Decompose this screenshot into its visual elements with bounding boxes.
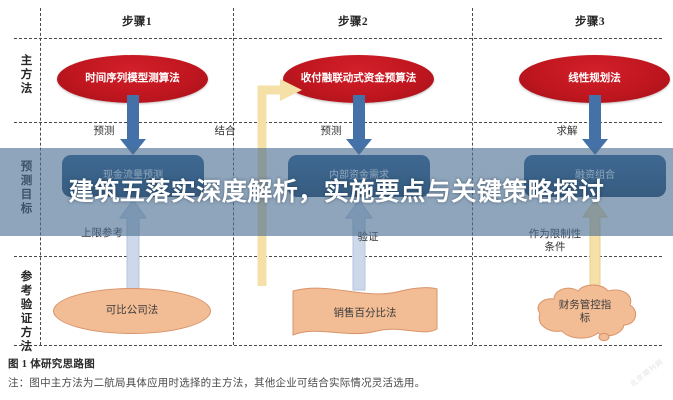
row-label-main-method: 主方法 — [20, 55, 33, 96]
column-header-step3: 步骤3 — [575, 16, 605, 28]
reference-method-node-2-label: 销售百分比法 — [333, 307, 397, 319]
arrow-main3-to-target3 — [582, 95, 608, 155]
arrow-main1-to-target1 — [120, 95, 146, 155]
reference-method-node-3: 财务管控指标 — [530, 283, 640, 343]
figure-caption: 图 1 体研究思路图 注：图中主方法为二航局具体应用时选择的主方法，其他企业可结… — [8, 356, 608, 390]
reference-method-node-1: 可比公司法 — [53, 288, 211, 334]
reference-method-node-2: 销售百分比法 — [291, 285, 439, 339]
edge-label-solve: 求解 — [556, 126, 578, 137]
grid-divider-lower — [14, 256, 662, 257]
caption-note: 注：图中主方法为二航局具体应用时选择的主方法，其他企业可结合实际情况灵活选用。 — [8, 378, 426, 389]
reference-method-node-3-label: 财务管控指标 — [558, 300, 612, 324]
row-label-reference-method: 参考验证方法 — [20, 271, 33, 354]
grid-divider-bottom — [14, 345, 662, 346]
column-header-step1: 步骤1 — [122, 16, 152, 28]
edge-label-verify: 验证 — [357, 232, 379, 243]
overlay-banner: 建筑五落实深度解析，实施要点与关键策略探讨 — [0, 148, 673, 236]
edge-label-predict-1: 预测 — [93, 126, 115, 137]
grid-divider-middle — [14, 122, 662, 123]
caption-title: 图 1 体研究思路图 — [8, 359, 95, 370]
edge-label-predict-2: 预测 — [320, 126, 342, 137]
edge-label-combine: 结合 — [214, 126, 236, 137]
grid-divider-top — [14, 38, 662, 39]
overlay-banner-title: 建筑五落实深度解析，实施要点与关键策略探讨 — [68, 176, 605, 206]
arrow-main2-to-target2 — [346, 95, 372, 155]
column-header-step2: 步骤2 — [338, 16, 368, 28]
